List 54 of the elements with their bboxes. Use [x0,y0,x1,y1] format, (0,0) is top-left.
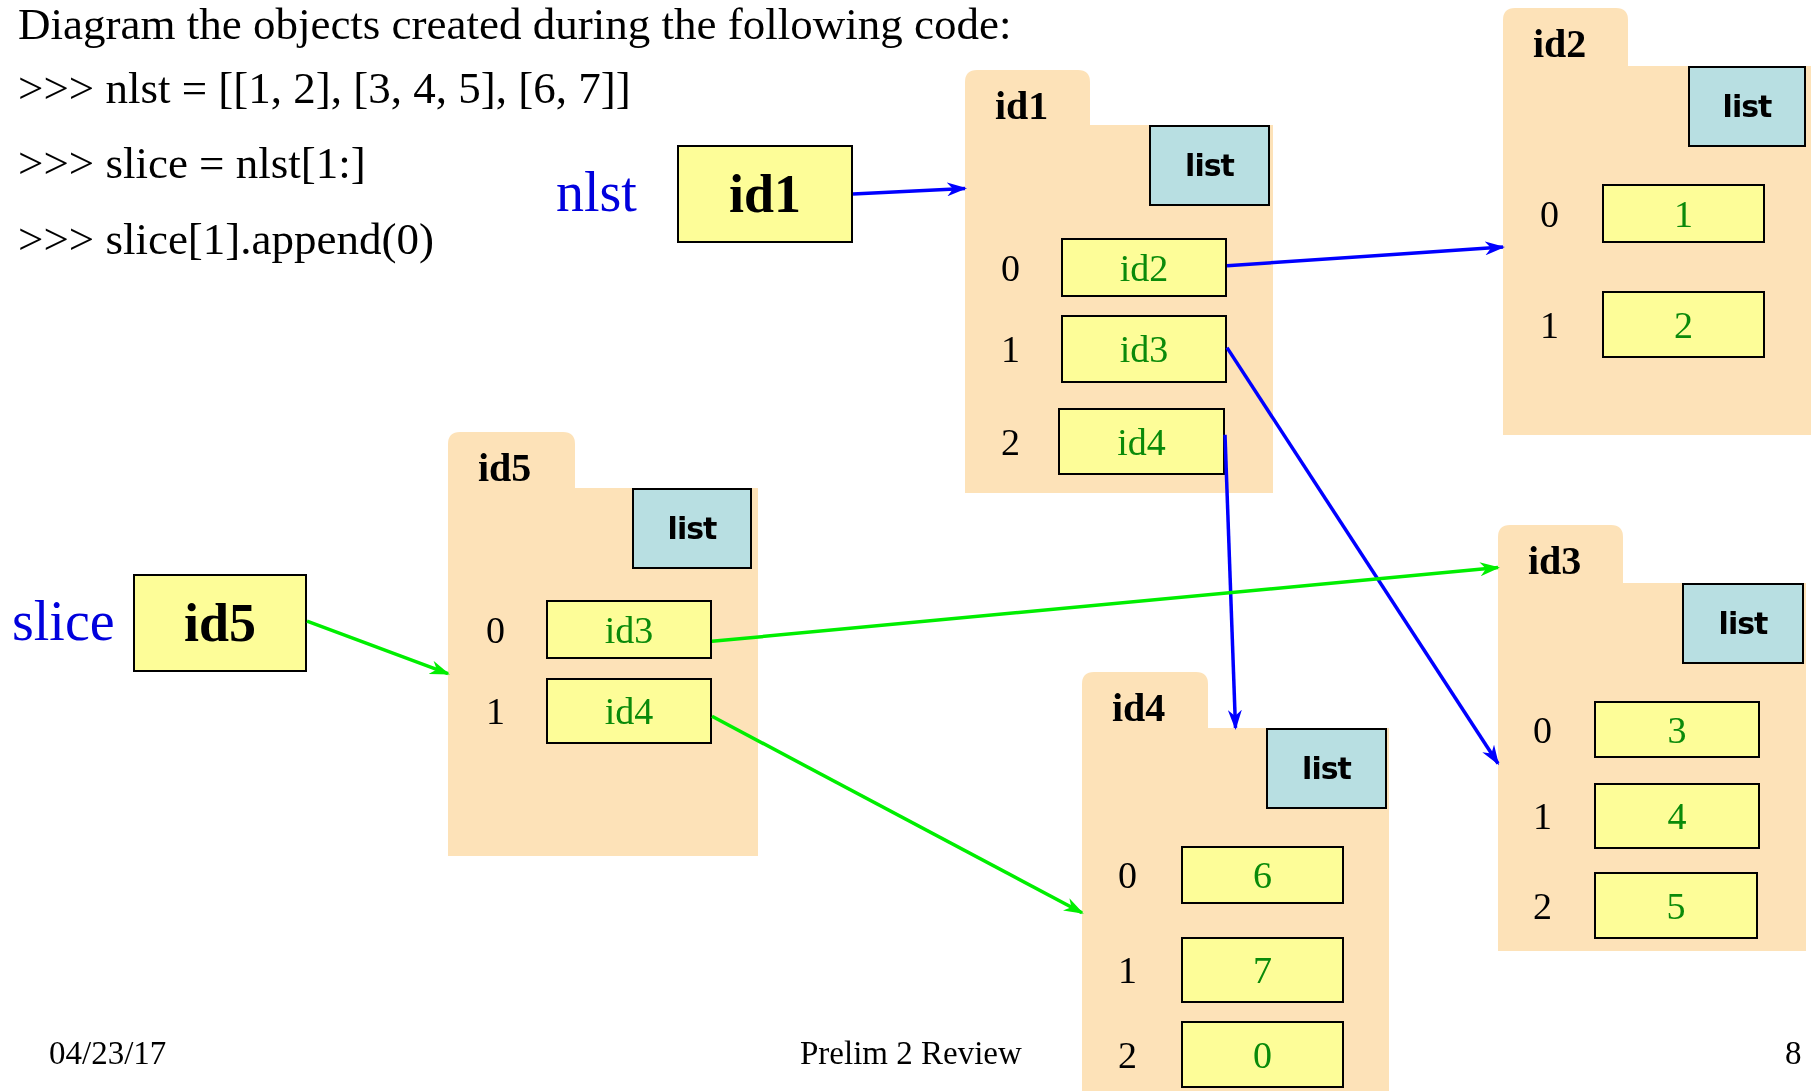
index-label: 0 [1001,248,1020,287]
index-label: 1 [1118,951,1137,989]
type-tag: list [1149,125,1270,206]
index-label: 2 [1533,886,1552,925]
value-cell: 4 [1594,783,1760,849]
type-tag: list [632,488,752,569]
index-label: 0 [1533,710,1552,749]
arrow [711,562,1500,644]
index-label: 0 [1540,194,1559,233]
title: Diagram the objects created during the following code: [18,0,1012,50]
variable-box: id5 [133,574,307,672]
value-cell: id4 [546,678,712,744]
index-label: 2 [1001,422,1020,461]
type-tag: list [1266,728,1387,809]
code-line: >>> slice[1].append(0) [18,215,434,265]
value-cell: id2 [1061,238,1227,297]
arrow [711,714,1084,915]
arrow [1223,434,1242,730]
object-id: id5 [478,448,532,488]
index-label: 0 [486,610,505,649]
code-line: >>> slice = nlst[1:] [18,139,366,189]
index-label: 2 [1118,1035,1137,1074]
value-cell: 7 [1181,937,1344,1003]
arrow [1225,346,1500,766]
variable-name: slice [12,593,115,649]
page-number: 8 [1785,1037,1802,1070]
type-tag: list [1682,583,1804,664]
value-cell: 6 [1181,846,1344,904]
value-cell: 1 [1602,184,1765,243]
index-label: 1 [1001,330,1020,368]
type-tag: list [1688,66,1806,147]
object-id: id3 [1528,541,1582,581]
object-id: id4 [1112,688,1166,728]
index-label: 1 [486,692,505,730]
date: 04/23/17 [49,1037,167,1070]
object-id: id1 [995,86,1049,126]
value-cell: id3 [546,600,712,659]
arrow [852,182,967,197]
arrow [1226,241,1505,268]
value-cell: id4 [1058,408,1225,475]
value-cell: 3 [1594,701,1760,758]
value-cell: 5 [1594,872,1758,939]
index-label: 0 [1118,856,1137,894]
index-label: 1 [1540,305,1559,344]
object-id: id2 [1533,24,1587,64]
footer-text: Prelim 2 Review [800,1037,1022,1070]
variable-box: id1 [677,145,853,243]
value-cell: id3 [1061,315,1227,383]
arrow [306,619,450,676]
index-label: 1 [1533,797,1552,835]
code-line: >>> nlst = [[1, 2], [3, 4, 5], [6, 7]] [18,64,631,114]
value-cell: 0 [1181,1021,1344,1088]
value-cell: 2 [1602,291,1765,358]
variable-name: nlst [556,164,637,220]
